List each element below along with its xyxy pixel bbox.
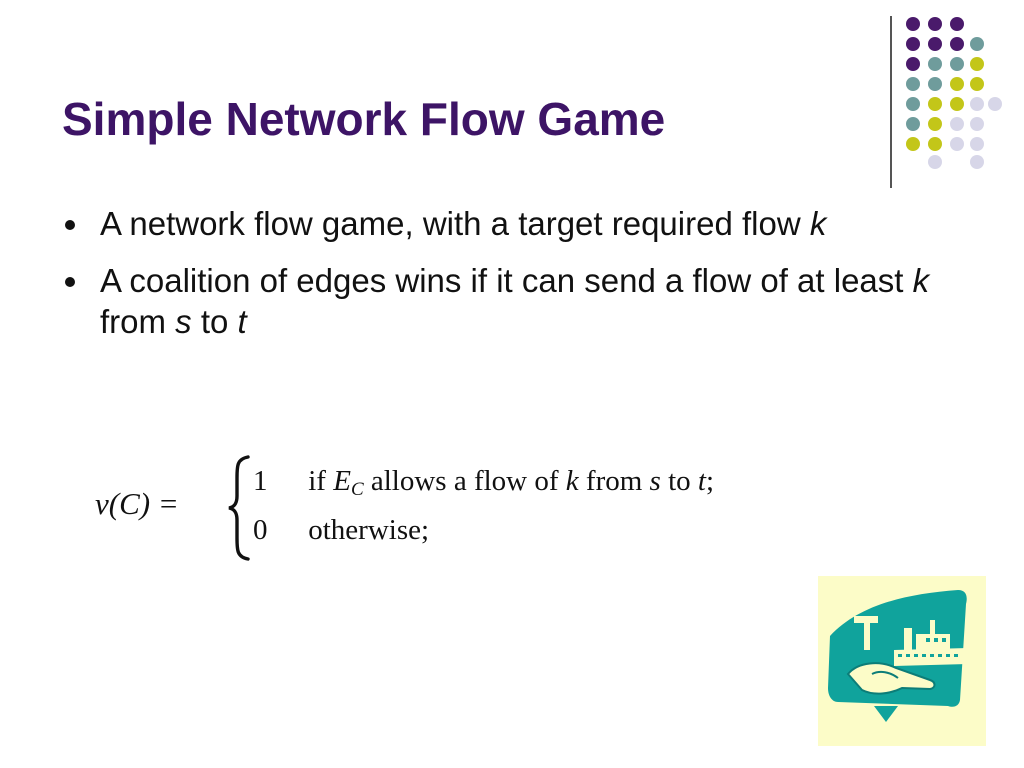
case-value: 1 — [253, 465, 268, 497]
decorative-dot — [970, 37, 984, 51]
left-brace-icon — [228, 455, 250, 561]
math-variable: s — [649, 465, 661, 497]
bullet-text: A network flow game, with a target requi… — [100, 205, 801, 242]
factory-water-hand-icon — [818, 576, 986, 746]
math-variable: k — [809, 205, 827, 242]
math-variable: s — [175, 303, 192, 340]
bullet-text: to — [200, 303, 229, 340]
bullet-dot-icon — [65, 220, 75, 230]
decorative-dot — [928, 57, 942, 71]
formula-text: ; — [705, 465, 715, 497]
math-variable: t — [697, 465, 706, 497]
decorative-dot — [970, 97, 984, 111]
decorative-dot — [970, 155, 984, 169]
formula-lhs: v(C) = — [95, 486, 179, 521]
formula-text: allows a flow of — [370, 465, 559, 497]
case-value: 0 — [253, 514, 268, 546]
decorative-dot — [950, 77, 964, 91]
decorative-dot — [906, 137, 920, 151]
formula-text: from — [585, 465, 643, 497]
decorative-dot — [950, 17, 964, 31]
decorative-dot — [950, 117, 964, 131]
decorative-dot — [928, 117, 942, 131]
decorative-dot — [970, 137, 984, 151]
bullet-dot-icon — [65, 277, 75, 287]
formula-text: to — [668, 465, 691, 497]
decorative-dot — [928, 17, 942, 31]
decorative-dot — [906, 77, 920, 91]
formula-text: otherwise; — [308, 514, 430, 546]
decorative-dot — [950, 137, 964, 151]
title-divider — [890, 16, 892, 188]
bullet-text: from — [100, 303, 166, 340]
decorative-dot — [928, 137, 942, 151]
decorative-dot — [950, 37, 964, 51]
decorative-dot — [906, 17, 920, 31]
slide-title: Simple Network Flow Game — [62, 93, 666, 145]
math-subscript: C — [350, 479, 364, 500]
decorative-dot — [906, 117, 920, 131]
decorative-dot — [970, 57, 984, 71]
decorative-dot — [928, 155, 942, 169]
decorative-dot — [928, 77, 942, 91]
math-variable: k — [565, 465, 579, 497]
decorative-dot — [906, 97, 920, 111]
decorative-dot — [970, 117, 984, 131]
bullet-text: A coalition of edges wins if it can send… — [100, 262, 904, 299]
formula-case-2: 0 otherwise; — [253, 514, 429, 547]
formula-case-1: 1 if EC allows a flow of k from s to t; — [253, 465, 714, 501]
bullet-list: A network flow game, with a target requi… — [62, 203, 962, 358]
decorative-dot — [928, 97, 942, 111]
math-variable: E — [333, 465, 351, 497]
math-variable: k — [912, 262, 930, 299]
math-variable: t — [237, 303, 247, 340]
decorative-dot — [950, 97, 964, 111]
decorative-dot — [906, 37, 920, 51]
bullet-item: A network flow game, with a target requi… — [62, 203, 962, 244]
decorative-dot — [988, 97, 1002, 111]
clipart-drawing — [828, 590, 968, 722]
value-function-formula: v(C) = 1 if EC allows a flow of k from s… — [95, 452, 855, 562]
decorative-dot — [928, 37, 942, 51]
decorative-dot — [970, 77, 984, 91]
bullet-item: A coalition of edges wins if it can send… — [62, 260, 962, 342]
decorative-dot — [950, 57, 964, 71]
formula-text: if — [308, 465, 326, 497]
decorative-dot — [906, 57, 920, 71]
